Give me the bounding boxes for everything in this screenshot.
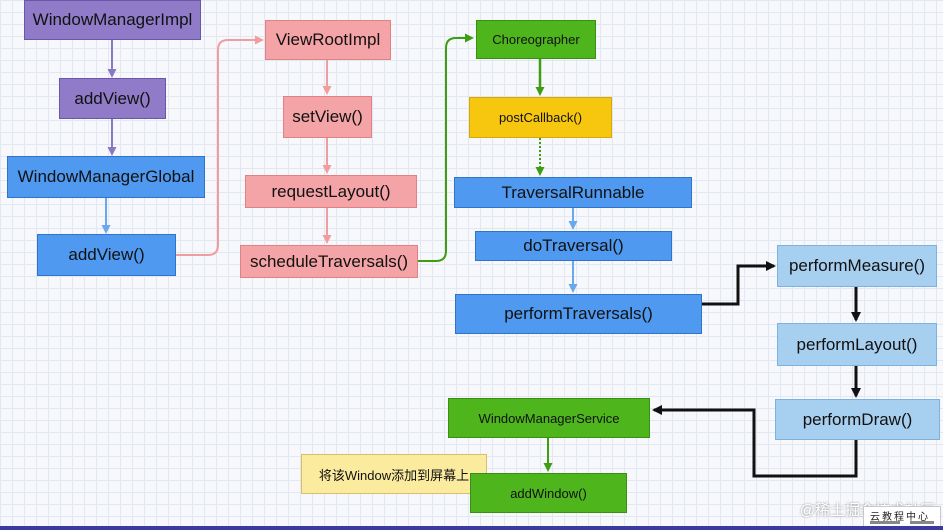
node-window-manager-impl: WindowManagerImpl	[24, 0, 201, 40]
node-add-view-1: addView()	[59, 78, 166, 119]
node-request-layout: requestLayout()	[245, 175, 417, 208]
node-choreographer: Choreographer	[476, 20, 596, 59]
node-set-view: setView()	[283, 96, 372, 138]
node-post-callback: postCallback()	[469, 97, 612, 138]
node-view-root-impl: ViewRootImpl	[265, 20, 391, 60]
corner-badge-text: 云教程中心	[870, 512, 930, 523]
arrow-schedule-to-choreographer	[418, 33, 474, 262]
node-add-window: addWindow()	[470, 473, 627, 513]
node-add-view-2: addView()	[37, 234, 176, 276]
node-perform-traversals: performTraversals()	[455, 294, 702, 334]
arrow-draw-to-wms	[652, 405, 858, 478]
node-perform-draw: performDraw()	[775, 399, 940, 440]
corner-badge-stripe	[910, 521, 934, 524]
node-note: 将该Window添加到屏幕上	[301, 454, 487, 494]
node-window-manager-global: WindowManagerGlobal	[7, 156, 205, 198]
node-perform-layout: performLayout()	[777, 323, 937, 366]
node-perform-measure: performMeasure()	[777, 245, 937, 287]
corner-badge: 云教程中心	[863, 506, 941, 528]
bottom-border	[0, 526, 943, 530]
corner-badge-stripe	[870, 521, 900, 524]
arrow-performtraversals-to-measure	[702, 261, 776, 306]
node-do-traversal: doTraversal()	[475, 231, 672, 261]
arrow-addview-to-viewrootimpl	[176, 35, 264, 256]
node-schedule-traversals: scheduleTraversals()	[240, 245, 418, 278]
node-window-manager-service: WindowManagerService	[448, 398, 650, 438]
node-traversal-runnable: TraversalRunnable	[454, 177, 692, 208]
